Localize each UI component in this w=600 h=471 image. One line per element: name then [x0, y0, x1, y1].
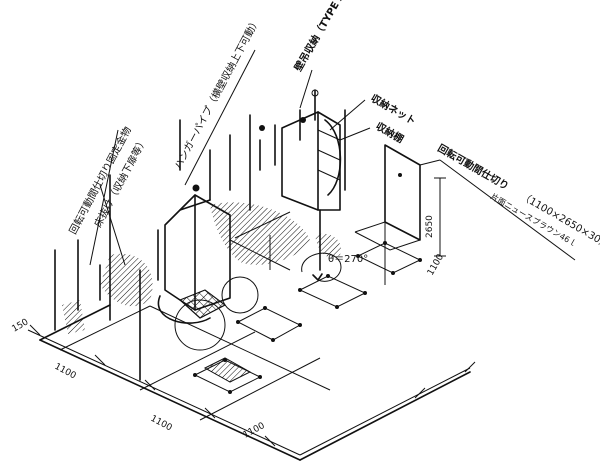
- hanging-storage-unit: [281, 111, 342, 211]
- floor-tile: [236, 306, 302, 342]
- floor-opening: [203, 357, 252, 383]
- storage-cabinet: [157, 194, 291, 351]
- dimension-1100-right: 1100: [426, 252, 446, 277]
- label-hanging-storage: 壁吊収納（TYPE A）: [291, 0, 352, 74]
- vertical-posts: [54, 89, 346, 381]
- floor-outline: [39, 304, 471, 461]
- label-hanger-pipe: ハンガーパイプ（横壁収納上下可動）: [171, 15, 262, 171]
- label-angle: θ＝270°: [328, 254, 368, 265]
- rotation-indicator: [301, 209, 342, 282]
- leader-lines: [89, 49, 576, 266]
- label-storage-net: 収納ネット: [369, 91, 419, 127]
- dimension-lines: [27, 177, 476, 456]
- dimension-150: 150: [11, 317, 31, 334]
- dimension-1100-left: 1100: [53, 362, 78, 382]
- rotating-partition-panel: [354, 144, 421, 285]
- dimension-1100-bottom1: 1100: [149, 414, 174, 434]
- dimension-2650: 2650: [425, 215, 435, 238]
- label-storage-shelf: 収納棚: [374, 119, 406, 145]
